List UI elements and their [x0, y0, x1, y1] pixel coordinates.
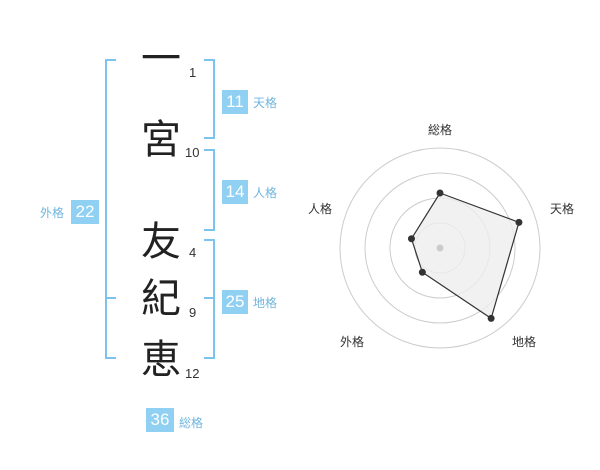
- stroke-count-4: 9: [189, 305, 197, 320]
- gaikaku-bracket: [105, 59, 116, 359]
- name-char-3: 友: [141, 219, 181, 265]
- soukaku-value-badge: 36: [146, 408, 174, 432]
- jinkaku-bracket: [204, 149, 215, 231]
- gaikaku-label: 外格: [40, 206, 65, 220]
- radar-point-3: [418, 268, 426, 276]
- soukaku-label: 総格: [179, 416, 204, 430]
- jinkaku-value-badge: 14: [222, 180, 248, 204]
- radar-center-dot: [436, 244, 444, 252]
- tenkaku-value-badge: 11: [222, 90, 248, 114]
- gaikaku-value-badge: 22: [71, 200, 99, 224]
- chikaku-label: 地格: [253, 296, 278, 310]
- radar-axis-label-gaikaku: 外格: [340, 334, 364, 349]
- name-char-1: 一: [141, 36, 181, 82]
- radar-ring: [339, 147, 541, 349]
- tenkaku-label: 天格: [253, 96, 278, 110]
- jinkaku-label: 人格: [253, 186, 278, 200]
- name-char-2: 宮: [141, 117, 181, 163]
- radar-point-2: [487, 314, 495, 322]
- stroke-count-3: 4: [189, 245, 197, 260]
- radar-point-0: [436, 189, 444, 197]
- tenkaku-bracket: [204, 59, 215, 139]
- chikaku-value-badge: 25: [222, 290, 248, 314]
- radar-point-1: [515, 218, 523, 226]
- radar-axis-label-soukaku: 総格: [428, 122, 452, 137]
- radar-ring: [364, 172, 516, 324]
- name-char-5: 恵: [141, 337, 181, 383]
- stroke-count-5: 12: [185, 366, 200, 381]
- radar-axis-label-tenkaku: 天格: [550, 201, 574, 216]
- stroke-count-1: 1: [189, 65, 197, 80]
- name-char-4: 紀: [141, 276, 181, 322]
- stroke-count-2: 10: [185, 145, 200, 160]
- radar-axis-label-jinkaku: 人格: [308, 201, 332, 216]
- radar-point-4: [407, 235, 415, 243]
- radar-area: [410, 192, 520, 320]
- radar-points: [407, 189, 523, 322]
- radar-axis-label-chikaku: 地格: [512, 334, 536, 349]
